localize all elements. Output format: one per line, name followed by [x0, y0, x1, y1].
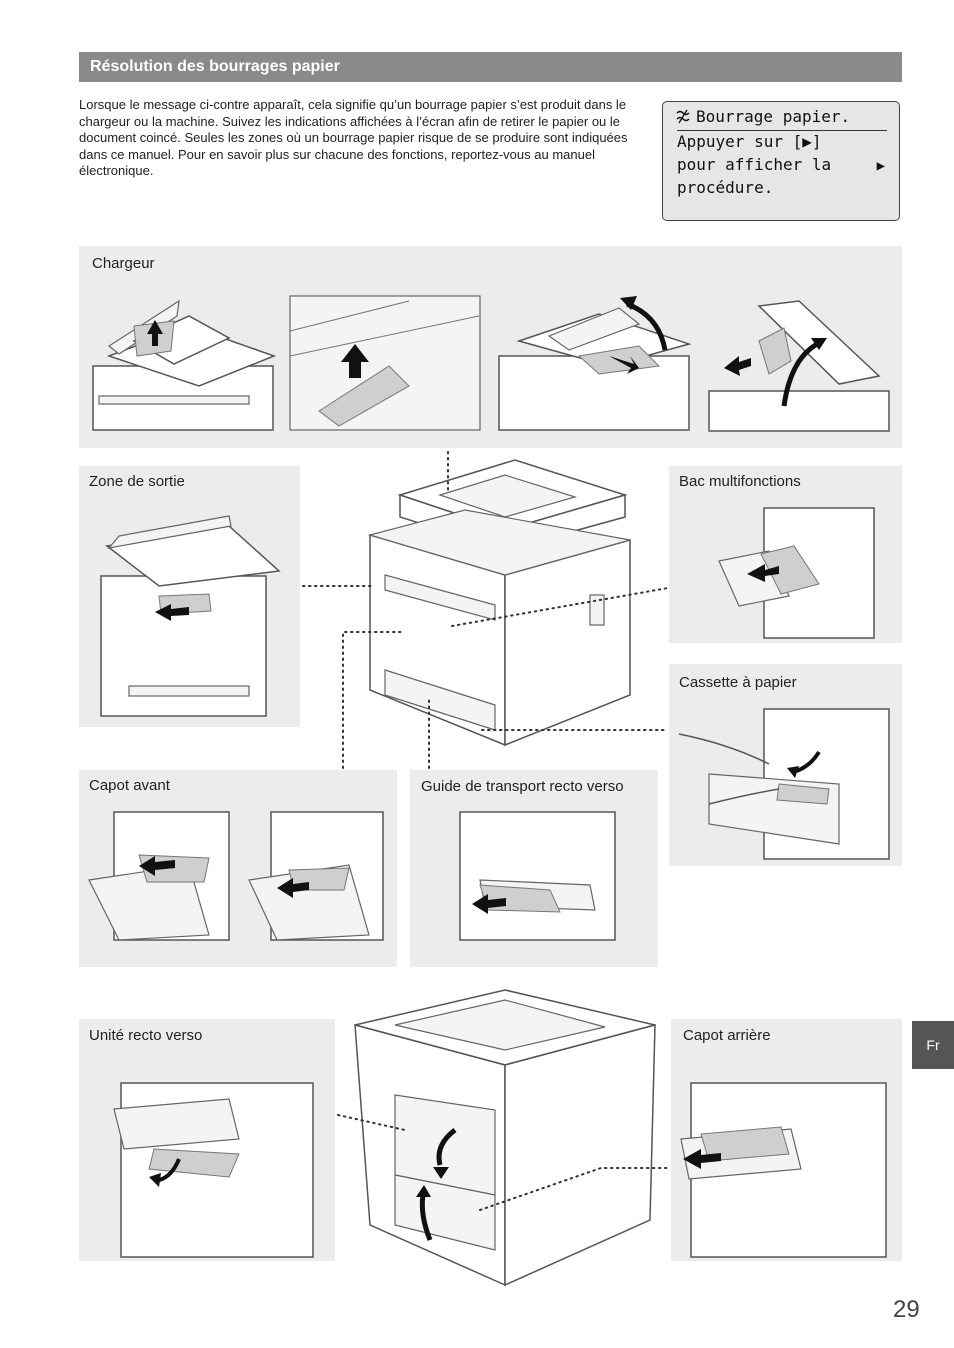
panel-capot-avant: Capot avant	[79, 770, 397, 967]
lcd-divider	[677, 130, 887, 131]
lcd-arrow-icon: ▶	[876, 158, 885, 174]
page-number: 29	[893, 1296, 920, 1323]
bac-multi-illustration	[718, 507, 875, 639]
section-header: Résolution des bourrages papier	[79, 52, 902, 82]
lcd-line-3: pour afficher la	[677, 155, 832, 174]
intro-paragraph: Lorsque le message ci-contre apparaît, c…	[79, 97, 628, 179]
label-guide-transport: Guide de transport recto verso	[421, 778, 624, 795]
label-unite-recto: Unité recto verso	[89, 1027, 203, 1044]
printer-rear-illustration	[354, 989, 656, 1287]
label-bac-multi: Bac multifonctions	[679, 473, 801, 490]
capot-avant-step-2	[248, 811, 384, 941]
lcd-line-4: procédure.	[677, 178, 774, 197]
section-title: Résolution des bourrages papier	[90, 58, 340, 75]
capot-avant-step-1	[88, 811, 230, 941]
label-zone-sortie: Zone de sortie	[89, 473, 185, 490]
chargeur-step-4	[708, 300, 890, 432]
chargeur-step-1	[92, 299, 277, 431]
panel-guide-transport: Guide de transport recto verso	[410, 770, 658, 967]
panel-capot-arriere: Capot arrière	[671, 1019, 902, 1261]
chargeur-illustrations	[92, 295, 890, 432]
cassette-illustration	[678, 708, 890, 860]
lcd-line-1: Bourrage papier.	[696, 107, 851, 126]
label-capot-arriere: Capot arrière	[683, 1027, 771, 1044]
panel-bac-multi: Bac multifonctions	[669, 466, 902, 643]
panel-unite-recto: Unité recto verso	[79, 1019, 335, 1261]
label-capot-avant: Capot avant	[89, 777, 170, 794]
panel-chargeur: Chargeur	[79, 246, 902, 448]
lcd-display: Bourrage papier. Appuyer sur [▶] pour af…	[662, 101, 900, 221]
zone-sortie-illustration	[100, 515, 281, 717]
unite-recto-illustration	[113, 1082, 314, 1258]
panel-zone-sortie: Zone de sortie	[79, 466, 300, 727]
language-tab: Fr	[912, 1021, 954, 1069]
printer-front-illustration	[367, 459, 631, 747]
label-chargeur: Chargeur	[92, 255, 155, 272]
paper-jam-icon	[676, 109, 690, 124]
guide-transport-illustration	[459, 811, 616, 941]
chargeur-step-3	[498, 296, 692, 431]
capot-avant-illustrations	[88, 811, 384, 941]
chargeur-step-2	[289, 295, 481, 431]
capot-arriere-illustration	[680, 1082, 887, 1258]
lcd-line-2: Appuyer sur [▶]	[677, 132, 822, 151]
label-cassette: Cassette à papier	[679, 674, 797, 691]
panel-cassette: Cassette à papier	[669, 664, 902, 866]
